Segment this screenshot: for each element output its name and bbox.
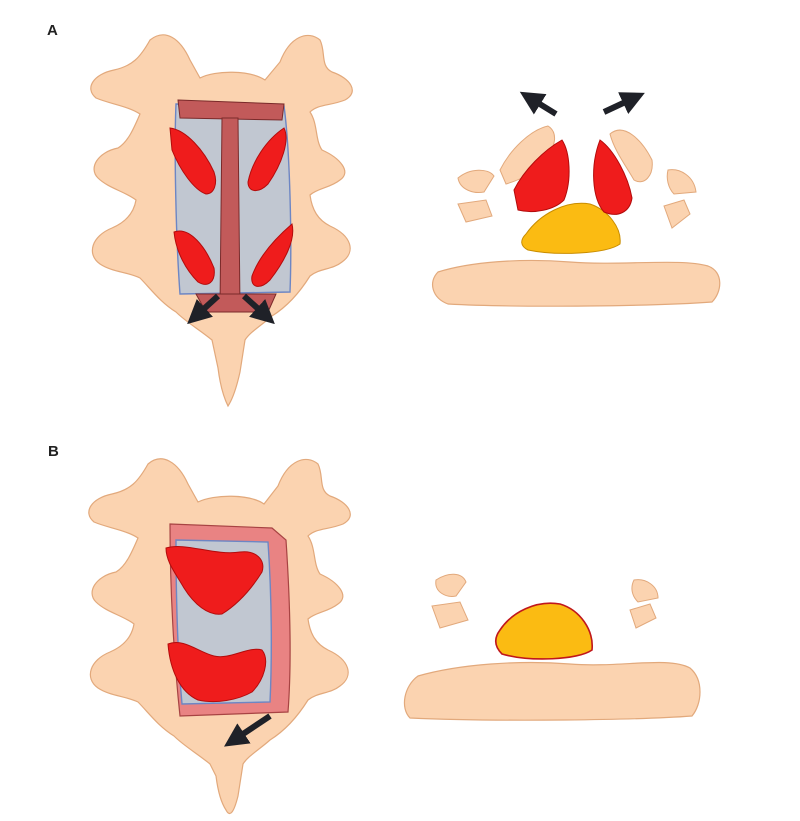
lamina-fragment: [435, 573, 467, 597]
lamina-fragment: [629, 603, 657, 629]
lamina-fragment: [457, 199, 493, 223]
panel-a-label: A: [47, 22, 58, 39]
spinal-cord-a: [521, 202, 621, 254]
expansion-arrow-icon: [241, 293, 275, 325]
lamina-fragment: [457, 169, 495, 193]
lamina-fragment: [663, 199, 691, 229]
lamina-fragment: [666, 169, 697, 195]
dura-red-upper-b: [165, 546, 264, 615]
hinge-band-center-a: [219, 117, 241, 309]
panel-b-posterior-view: [88, 458, 351, 815]
spinal-cord-b: [494, 602, 593, 660]
panel-a-axial-view: [431, 91, 721, 307]
lamina-fragment: [609, 129, 653, 183]
panel-a-posterior-view: [90, 34, 353, 408]
dura-red-lower-right-a: [251, 223, 294, 287]
dura-red-upper-left-a: [169, 127, 217, 195]
dura-red-left-axial-a: [513, 139, 570, 213]
dura-red-lower-b: [167, 642, 267, 703]
vertebral-body-b: [403, 661, 701, 721]
panel-b-axial-view: [403, 573, 701, 721]
expansion-arrow-icon: [519, 91, 558, 117]
vertebral-body-a: [431, 259, 721, 307]
lamina-fragment: [431, 601, 469, 629]
dura-red-right-axial-a: [593, 139, 633, 215]
expansion-arrow-icon: [602, 92, 645, 115]
dura-red-lower-left-a: [173, 230, 215, 285]
expansion-arrow-icon: [224, 713, 272, 747]
hinge-band-top-a: [177, 99, 285, 121]
lamina-fragment: [631, 579, 659, 603]
dura-red-upper-right-a: [247, 127, 287, 191]
panel-b-label: B: [48, 443, 59, 460]
expansion-arrow-icon: [187, 293, 221, 325]
